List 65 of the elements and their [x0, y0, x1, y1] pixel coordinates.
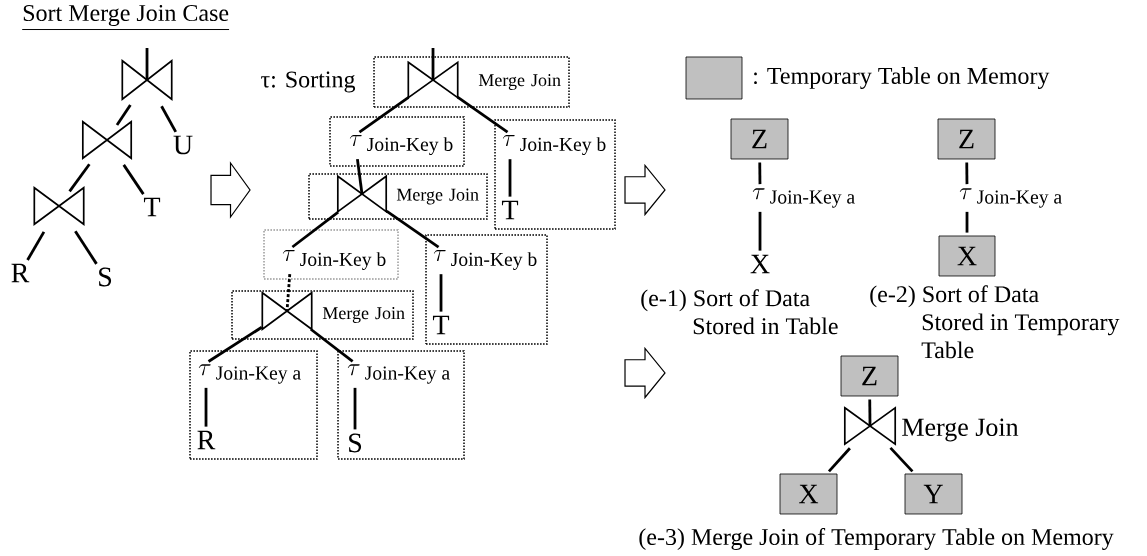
relation-label: T: [501, 200, 519, 220]
table-box: Z: [730, 118, 789, 160]
join-symbol: [407, 60, 459, 100]
relation-label: X: [750, 254, 770, 274]
connector-line: [204, 387, 208, 427]
connector-line: [207, 326, 263, 363]
caption: (e-3) Merge Join of Temporary Table on Memory: [639, 527, 1114, 551]
connector-line: [456, 96, 509, 134]
relation-label: R: [11, 263, 30, 283]
connector-line: [122, 164, 145, 195]
table-box: X: [938, 235, 996, 277]
join-symbol: [121, 59, 173, 101]
dotted-box: [189, 350, 318, 460]
table-box: X: [779, 473, 838, 515]
table-box: Y: [904, 473, 963, 515]
connector-line: [358, 96, 410, 134]
join-symbol: [33, 186, 85, 226]
relation-label: T: [143, 197, 161, 217]
connector-line: [758, 211, 762, 251]
note-text: τ: Sorting: [261, 71, 356, 93]
join-symbol: [261, 291, 313, 331]
sort-label: $\tau\,_{\text{Join-Key b}}$: [349, 135, 453, 155]
join-label: Merge Join: [902, 418, 1019, 442]
connector-line: [160, 105, 177, 133]
dotted-box: [494, 119, 616, 230]
connector-line: [26, 231, 46, 261]
connector-line: [291, 211, 339, 249]
table-box: Z: [840, 355, 899, 397]
connector-line: [74, 230, 98, 265]
relation-label: S: [349, 433, 362, 453]
operator-box: Merge Join: [373, 56, 570, 108]
connector-line: [439, 274, 443, 312]
connector-line: [827, 447, 851, 473]
operator-box: Merge Join: [231, 290, 414, 340]
connector-line: [889, 446, 914, 473]
connector-line: [508, 159, 512, 197]
relation-label: T: [432, 315, 450, 335]
sort-label: $\tau\,_{\text{Join-Key a}}$: [959, 188, 1062, 208]
sort-label: $\tau\,_{\text{Join-Key a}}$: [752, 188, 855, 208]
sort-label: $\tau\,_{\text{Join-Key a}}$: [347, 364, 450, 384]
relation-label: U: [173, 135, 193, 155]
connector-line: [115, 104, 132, 126]
relation-label: R: [197, 430, 216, 450]
connector-line: [965, 211, 969, 233]
title: Sort Merge Join Case: [21, 5, 230, 31]
sort-label: $\tau\,_{\text{Join-Key b}}$: [502, 135, 606, 155]
sort-label: $\tau\,_{\text{Join-Key b}}$: [433, 250, 537, 270]
dotted-box: [329, 116, 465, 167]
dotted-box: [425, 234, 548, 345]
caption: (e-1) Sort of Data Stored in Table: [641, 289, 838, 335]
sort-label: $\tau\,_{\text{Join-Key b}}$: [282, 250, 386, 270]
operator-box: Merge Join: [308, 173, 488, 220]
table-box: Z: [937, 118, 996, 160]
sort-label: $\tau\,_{\text{Join-Key a}}$: [198, 364, 301, 384]
dotted-box: [263, 229, 399, 280]
connector-line: [353, 387, 357, 430]
dotted-box: [337, 350, 465, 460]
relation-label: S: [99, 267, 112, 287]
connector-line: [868, 399, 872, 426]
connector-line: [68, 163, 91, 193]
legend-text: : Temporary Table on Memory: [754, 67, 1050, 89]
join-symbol: [336, 174, 388, 214]
connector-line: [758, 162, 762, 185]
join-symbol: [81, 120, 133, 160]
connector-line: [965, 162, 969, 185]
